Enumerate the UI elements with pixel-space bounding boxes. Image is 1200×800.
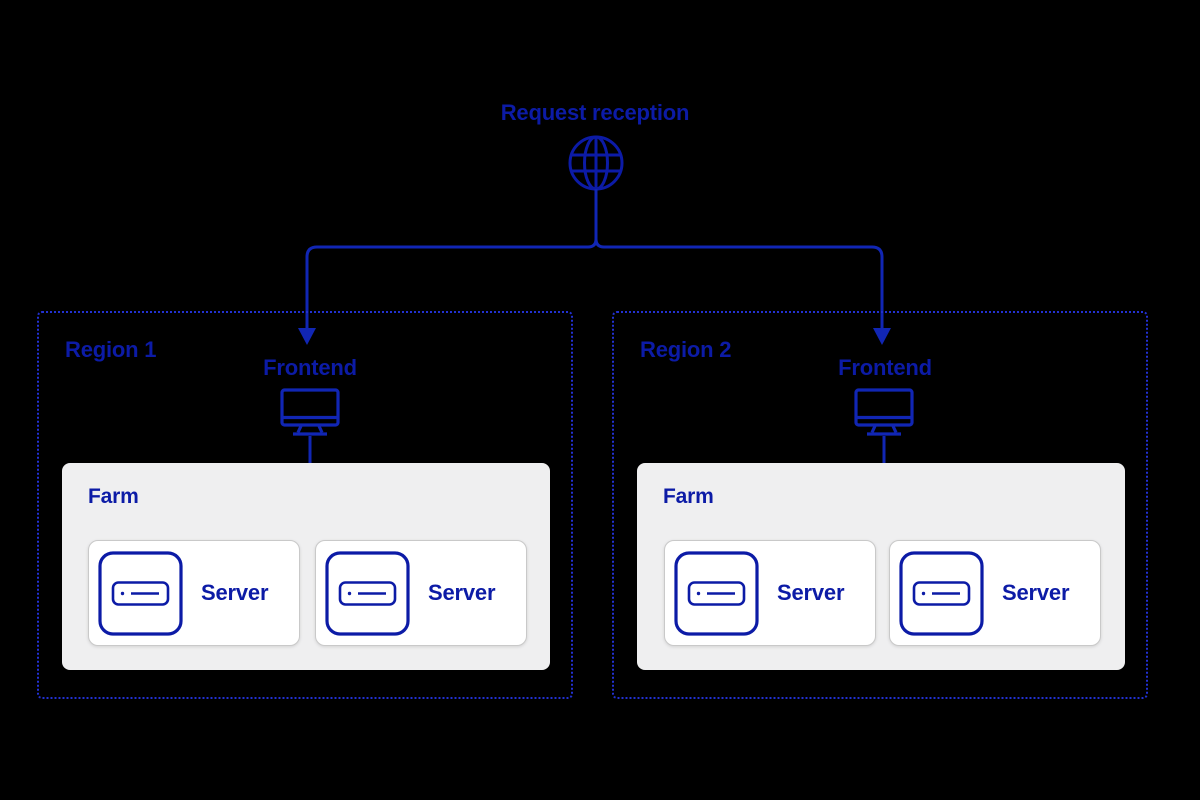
server-icon xyxy=(325,550,410,636)
server-label: Server xyxy=(428,580,496,605)
region-1-label: Region 1 xyxy=(65,337,157,362)
region-2-box: Region 2 Frontend Farm Server xyxy=(612,311,1148,699)
farm-label: Farm xyxy=(88,485,139,508)
globe-icon xyxy=(568,135,624,191)
region-2-label: Region 2 xyxy=(640,337,732,362)
server-card: Server xyxy=(315,540,527,646)
server-card: Server xyxy=(889,540,1101,646)
region-2-farm-panel: Farm Server Server xyxy=(637,463,1125,670)
region-1-frontend-label: Frontend xyxy=(263,355,357,380)
region-1-farm-panel: Farm Server Server xyxy=(62,463,550,670)
server-card: Server xyxy=(664,540,876,646)
diagram-title: Request reception xyxy=(500,100,690,125)
server-label: Server xyxy=(1002,580,1070,605)
region-1-box: Region 1 Frontend Farm Server xyxy=(37,311,573,699)
server-icon xyxy=(674,550,759,636)
server-label: Server xyxy=(201,580,269,605)
farm-label: Farm xyxy=(663,485,714,508)
server-icon xyxy=(899,550,984,636)
server-icon xyxy=(98,550,183,636)
server-card: Server xyxy=(88,540,300,646)
region-2-frontend-label: Frontend xyxy=(838,355,932,380)
server-label: Server xyxy=(777,580,845,605)
